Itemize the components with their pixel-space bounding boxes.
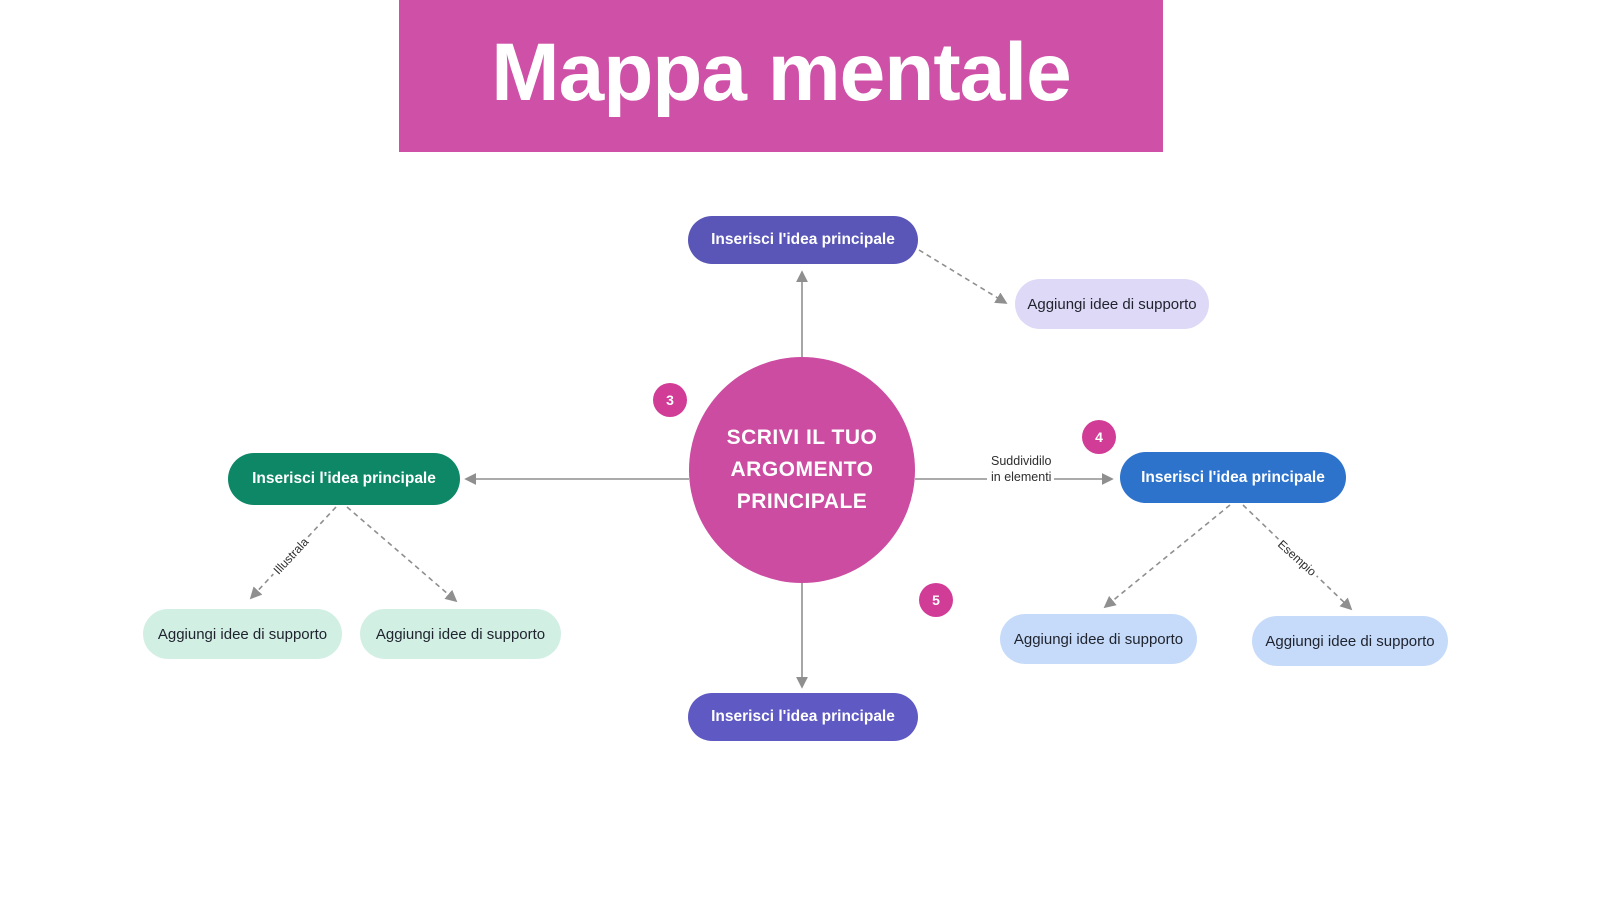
support-idea-top-right[interactable]: Aggiungi idee di supporto	[1015, 279, 1209, 329]
step-badge-5: 5	[919, 583, 953, 617]
main-idea-node-right[interactable]: Inserisci l'idea principale	[1120, 452, 1346, 503]
edge-label-split[interactable]: Suddividilo in elementi	[988, 452, 1055, 486]
connector-left-to-support-a	[249, 506, 337, 600]
central-topic-line: ARGOMENTO	[730, 458, 874, 481]
central-topic-line: SCRIVI IL TUO	[726, 426, 878, 449]
connector-right-to-support-a	[1103, 504, 1231, 609]
central-topic-line: PRINCIPALE	[736, 490, 868, 513]
step-badge-3: 3	[653, 383, 687, 417]
connector-top-to-support	[918, 249, 1008, 304]
support-idea-right-b[interactable]: Aggiungi idee di supporto	[1252, 616, 1448, 666]
page-title: Mappa mentale	[491, 27, 1071, 118]
support-idea-left-b[interactable]: Aggiungi idee di supporto	[360, 609, 561, 659]
edge-label-split-line2: in elementi	[991, 470, 1052, 484]
main-idea-node-bottom[interactable]: Inserisci l'idea principale	[688, 693, 918, 741]
support-idea-right-a[interactable]: Aggiungi idee di supporto	[1000, 614, 1197, 664]
step-badge-4: 4	[1082, 420, 1116, 454]
main-idea-node-left[interactable]: Inserisci l'idea principale	[228, 453, 460, 505]
title-banner: Mappa mentale	[399, 0, 1163, 152]
edge-label-split-line1: Suddividilo	[991, 454, 1052, 468]
support-idea-left-a[interactable]: Aggiungi idee di supporto	[143, 609, 342, 659]
connector-left-to-support-b	[346, 506, 458, 603]
main-idea-node-top[interactable]: Inserisci l'idea principale	[688, 216, 918, 264]
central-topic-node[interactable]: SCRIVI IL TUO ARGOMENTO PRINCIPALE	[689, 357, 915, 583]
